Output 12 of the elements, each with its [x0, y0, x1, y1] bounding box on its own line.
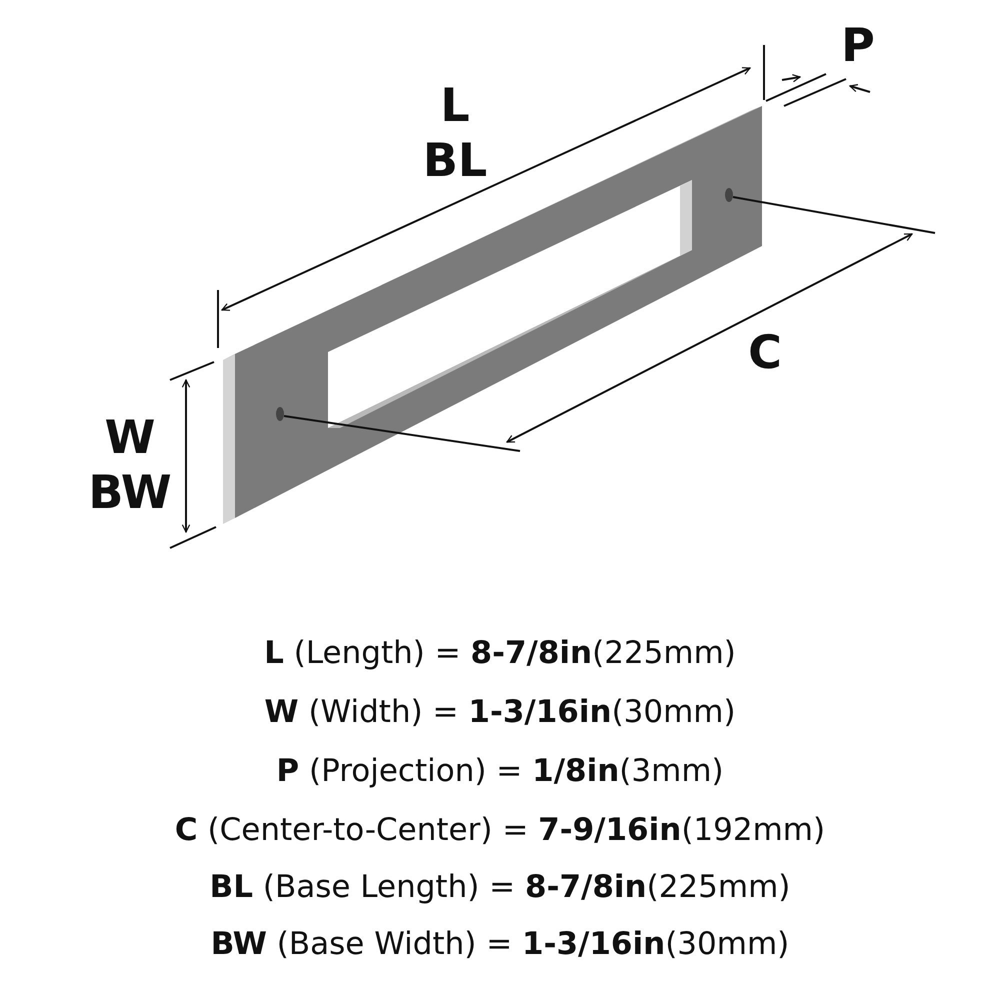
dimension-spec: BL (Base Length) = 8-7/8in(225mm) — [210, 869, 790, 905]
dimension-letter: C — [748, 325, 782, 379]
dimension-spec: BW (Base Width) = 1-3/16in(30mm) — [210, 926, 790, 962]
dimension-spec: W (Width) = 1-3/16in(30mm) — [264, 694, 736, 730]
dimension-letter: W — [104, 410, 156, 464]
dimension-letter: L — [440, 78, 470, 132]
dimension-letter: BL — [422, 133, 488, 187]
dimension-spec: L (Length) = 8-7/8in(225mm) — [264, 635, 736, 671]
dimension-spec: C (Center-to-Center) = 7-9/16in(192mm) — [174, 812, 826, 848]
dimension-letter: BW — [88, 465, 172, 519]
dimension-spec: P (Projection) = 1/8in(3mm) — [276, 753, 724, 789]
dimension-letter: P — [841, 18, 875, 72]
